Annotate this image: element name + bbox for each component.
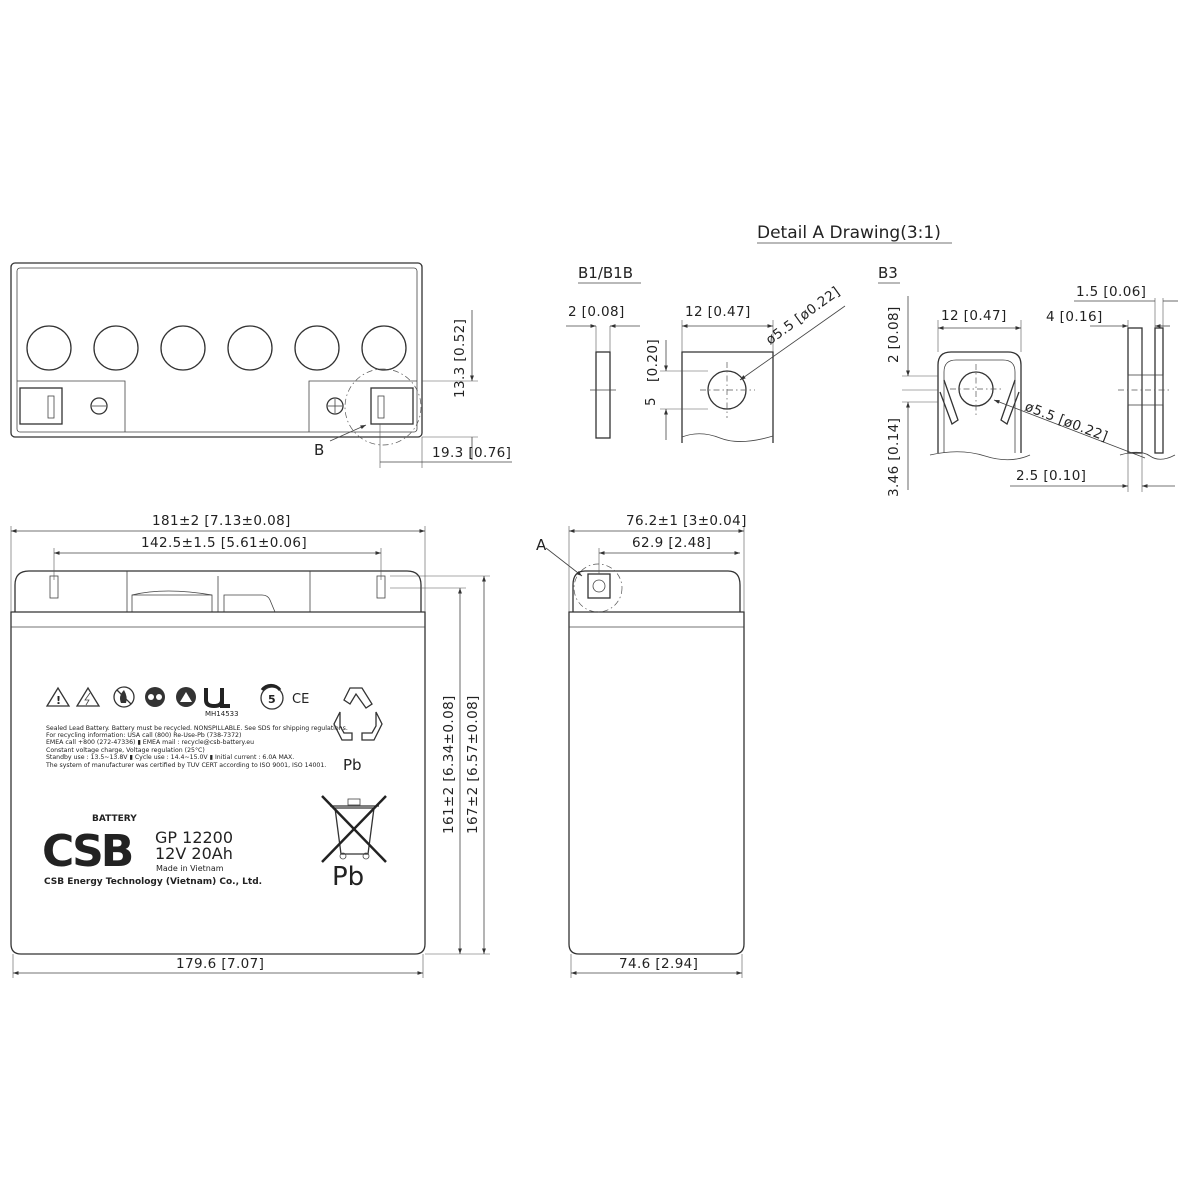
b3-lower-dim: 3.46 [0.14] [886, 418, 902, 497]
front-width-dim: 181±2 [7.13±0.08] [152, 513, 291, 529]
company-name: CSB Energy Technology (Vietnam) Co., Ltd… [44, 877, 262, 887]
no-fire-icon [113, 686, 135, 708]
warning-line: EMEA call +800 (272-47336) ▮ EMEA mail :… [46, 738, 254, 746]
rating: 12V 20Ah [155, 844, 233, 863]
ul-recognized-icon: MH14533 [204, 688, 239, 718]
front-total-height-dim: 167±2 [6.57±0.08] [465, 695, 481, 834]
ce-mark: CE [292, 692, 309, 707]
warning-line: The system of manufacturer was certified… [45, 762, 326, 769]
b1-label: B1/B1B [578, 264, 633, 282]
safety-icons: ! MH14533 [45, 683, 309, 718]
read-manual-icon [176, 687, 196, 707]
ul-code: MH14533 [205, 710, 239, 718]
brand-logo: CSB [42, 826, 132, 877]
recycle-pb: Pb [343, 756, 362, 774]
callout-a: A [536, 536, 547, 554]
detail-title: Detail A Drawing(3:1) [757, 223, 941, 243]
svg-text:5: 5 [268, 693, 276, 706]
b1-hole-height-in: [0.20] [645, 339, 661, 382]
terminal-b1-detail: B1/B1B 2 [0.08] 12 [0.47] ø5.5 [ø0.22] [… [566, 264, 846, 443]
warning-line: Standby use : 13.5~13.8V ▮ Cycle use : 1… [46, 754, 294, 761]
origin: Made in Vietnam [156, 864, 224, 873]
svg-text:!: ! [56, 694, 61, 707]
top-view: B 13.3 [0.52] 19.3 [0.76] [10, 262, 512, 468]
top-height-dim: 13.3 [0.52] [452, 319, 468, 398]
brand-block: CSB BATTERY GP 12200 12V 20Ah Made in Vi… [42, 814, 262, 887]
b3-side-dim: 4 [0.16] [1046, 309, 1103, 325]
side-terminal-offset-dim: 62.9 [2.48] [632, 535, 711, 551]
b3-top-thickness-dim: 2 [0.08] [886, 306, 902, 363]
vent-caps [26, 325, 407, 371]
front-view: 181±2 [7.13±0.08] 142.5±1.5 [5.61±0.06] … [10, 513, 490, 978]
warning-text-block: Sealed Lead Battery. Battery must be rec… [45, 725, 348, 769]
side-view: A 76.2±1 [3±0.04] 62.9 [2.48] 74.6 [2.94… [536, 513, 747, 978]
top-offset-dim: 19.3 [0.76] [432, 445, 511, 461]
brand-tag: BATTERY [92, 814, 137, 824]
warning-line: For recycling information: USA call (800… [46, 732, 241, 739]
front-bottom-width-dim: 179.6 [7.07] [176, 956, 264, 972]
warning-line: Sealed Lead Battery. Battery must be rec… [46, 725, 348, 732]
b3-offset-dim: 2.5 [0.10] [1016, 468, 1086, 484]
model-name: GP 12200 [155, 828, 233, 847]
terminal-b3-detail: B3 12 [0.47] ø5.5 [ø0.22] 2 [0.08] 3.46 … [878, 264, 1178, 497]
front-spacing-dim: 142.5±1.5 [5.61±0.06] [141, 535, 307, 551]
front-body-height-dim: 161±2 [6.34±0.08] [441, 695, 457, 834]
b1-width-dim: 12 [0.47] [685, 304, 751, 320]
b1-hole-height-mm: 5 [643, 397, 659, 406]
b3-width-dim: 12 [0.47] [941, 308, 1007, 324]
recycle-5-icon: 5 [260, 683, 284, 710]
electric-hazard-icon [75, 686, 101, 707]
recycle-symbol-icon: Pb [333, 687, 383, 774]
b3-blade-dim: 1.5 [0.06] [1076, 284, 1146, 300]
warning-line: Constant voltage charge, Voltage regulat… [46, 746, 205, 754]
eye-protection-icon [145, 687, 165, 707]
bin-pb: Pb [332, 862, 364, 892]
side-width-dim: 76.2±1 [3±0.04] [626, 513, 747, 529]
b3-hole-dim: ø5.5 [ø0.22] [1023, 399, 1111, 445]
b3-label: B3 [878, 264, 898, 282]
warning-icon: ! [45, 686, 71, 707]
callout-b: B [314, 441, 324, 459]
b1-thickness-dim: 2 [0.08] [568, 304, 625, 320]
crossed-bin-icon: Pb [321, 795, 387, 892]
side-bottom-width-dim: 74.6 [2.94] [619, 956, 698, 972]
